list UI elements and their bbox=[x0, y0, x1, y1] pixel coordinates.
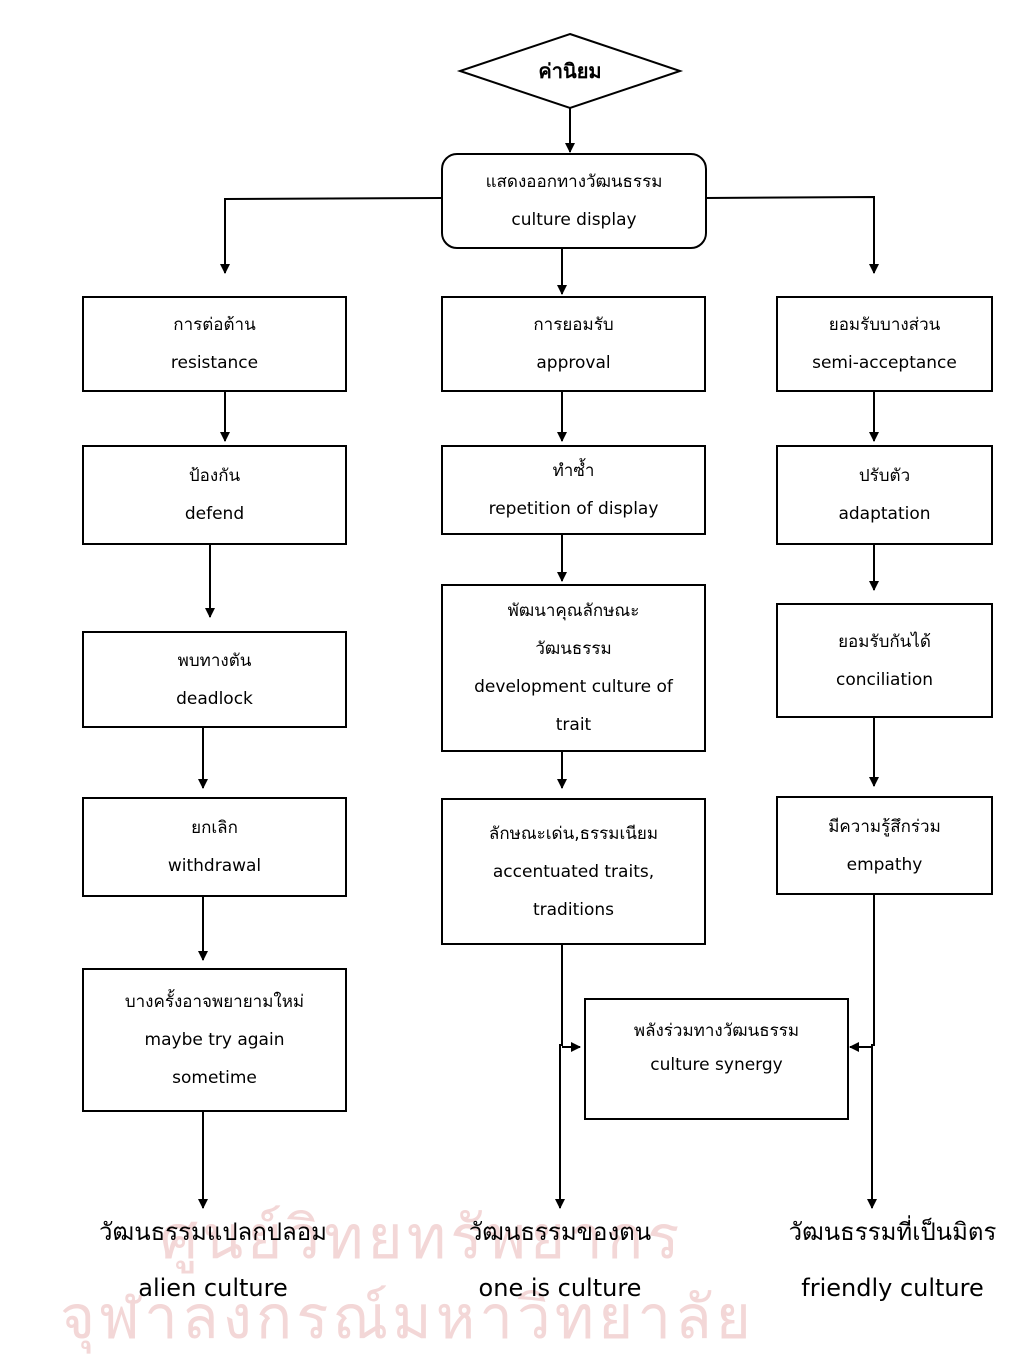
outcome-alien-culture: วัฒนธรรมแปลกปลอม alien culture bbox=[68, 1204, 358, 1316]
outcome-own-th: วัฒนธรรมของตน bbox=[468, 1218, 652, 1246]
flowchart: ศูนย์วิทยทรัพยากร จุฬาลงกรณ์มหาวิทยาลัย bbox=[60, 32, 1015, 1353]
deadlock-th: พบทางตัน bbox=[177, 650, 252, 671]
accentuated-en-line1: accentuated traits, bbox=[492, 861, 655, 882]
resistance-en: resistance bbox=[170, 353, 259, 373]
resistance-th: การต่อต้าน bbox=[173, 315, 256, 335]
empathy-en: empathy bbox=[846, 854, 923, 875]
arrow-empathy-to-outcome bbox=[867, 895, 877, 1209]
withdrawal-th: ยกเลิก bbox=[191, 818, 238, 838]
approval-en: approval bbox=[536, 353, 611, 373]
defend-node: ป้องกัน defend bbox=[82, 445, 347, 545]
deadlock-node: พบทางตัน deadlock bbox=[82, 631, 347, 728]
adaptation-node: ปรับตัว adaptation bbox=[776, 445, 993, 545]
empathy-node: มีความรู้สึกร่วม empathy bbox=[776, 796, 993, 895]
development-th-line2: วัฒนธรรม bbox=[535, 639, 612, 659]
adaptation-th: ปรับตัว bbox=[858, 466, 911, 486]
conciliation-th: ยอมรับกันได้ bbox=[838, 631, 931, 652]
withdrawal-node: ยกเลิก withdrawal bbox=[82, 797, 347, 897]
semi-acceptance-en: semi-acceptance bbox=[812, 353, 957, 373]
culture-synergy-en: culture synergy bbox=[650, 1055, 783, 1075]
outcome-one-is-culture: วัฒนธรรมของตน one is culture bbox=[425, 1204, 695, 1316]
outcome-alien-th: วัฒนธรรมแปลกปลอม bbox=[99, 1218, 327, 1246]
development-en-line2: trait bbox=[555, 715, 592, 735]
outcome-own-en: one is culture bbox=[478, 1274, 642, 1302]
watermark-line-1: ศูนย์วิทยทรัพยากร bbox=[160, 1203, 684, 1273]
culture-display-node: แสดงออกทางวัฒนธรรม culture display bbox=[441, 153, 707, 249]
try-again-en-line1: maybe try again bbox=[144, 1030, 285, 1050]
withdrawal-en: withdrawal bbox=[167, 856, 262, 876]
adaptation-en: adaptation bbox=[838, 504, 931, 524]
try-again-th: บางครั้งอาจพยายามใหม่ bbox=[124, 992, 305, 1012]
culture-synergy-th: พลังร่วมทางวัฒนธรรม bbox=[633, 1021, 800, 1041]
resistance-node: การต่อต้าน resistance bbox=[82, 296, 347, 392]
outcome-friendly-en: friendly culture bbox=[801, 1274, 984, 1302]
try-again-en-line2: sometime bbox=[172, 1068, 257, 1088]
approval-th: การยอมรับ bbox=[533, 315, 614, 335]
semi-acceptance-node: ยอมรับบางส่วน semi-acceptance bbox=[776, 296, 993, 392]
empathy-th: มีความรู้สึกร่วม bbox=[828, 816, 941, 837]
arrow-display-to-resistance bbox=[220, 197, 443, 274]
root-node-label: ค่านิยม bbox=[538, 59, 602, 83]
arrow-accentuated-to-outcome bbox=[555, 945, 565, 1209]
repetition-th: ทำซ้ำ bbox=[552, 461, 595, 481]
conciliation-en: conciliation bbox=[835, 669, 934, 690]
culture-display-th: แสดงออกทางวัฒนธรรม bbox=[485, 172, 663, 192]
development-th-line1: พัฒนาคุณลักษณะ bbox=[507, 601, 640, 621]
approval-node: การยอมรับ approval bbox=[441, 296, 706, 392]
accentuated-en-line2: traditions bbox=[532, 899, 614, 920]
accentuated-th: ลักษณะเด่น,ธรรมเนียม bbox=[488, 823, 659, 844]
arrow-display-to-semi bbox=[705, 195, 879, 274]
accentuated-node: ลักษณะเด่น,ธรรมเนียม accentuated traits,… bbox=[441, 798, 706, 945]
culture-synergy-node: พลังร่วมทางวัฒนธรรม culture synergy bbox=[584, 998, 849, 1120]
development-node: พัฒนาคุณลักษณะ วัฒนธรรม development cult… bbox=[441, 584, 706, 752]
outcome-alien-en: alien culture bbox=[138, 1274, 288, 1302]
try-again-node: บางครั้งอาจพยายามใหม่ maybe try again so… bbox=[82, 968, 347, 1112]
development-en-line1: development culture of bbox=[474, 677, 673, 697]
repetition-en: repetition of display bbox=[488, 499, 659, 519]
conciliation-node: ยอมรับกันได้ conciliation bbox=[776, 603, 993, 718]
repetition-node: ทำซ้ำ repetition of display bbox=[441, 445, 706, 535]
culture-display-en: culture display bbox=[511, 210, 637, 230]
connector-lines bbox=[198, 32, 879, 1209]
defend-en: defend bbox=[184, 504, 245, 524]
semi-acceptance-th: ยอมรับบางส่วน bbox=[828, 315, 941, 335]
outcome-friendly-culture: วัฒนธรรมที่เป็นมิตร friendly culture bbox=[770, 1204, 1015, 1316]
outcome-friendly-th: วัฒนธรรมที่เป็นมิตร bbox=[788, 1218, 997, 1246]
deadlock-en: deadlock bbox=[176, 688, 253, 709]
defend-th: ป้องกัน bbox=[188, 466, 241, 486]
